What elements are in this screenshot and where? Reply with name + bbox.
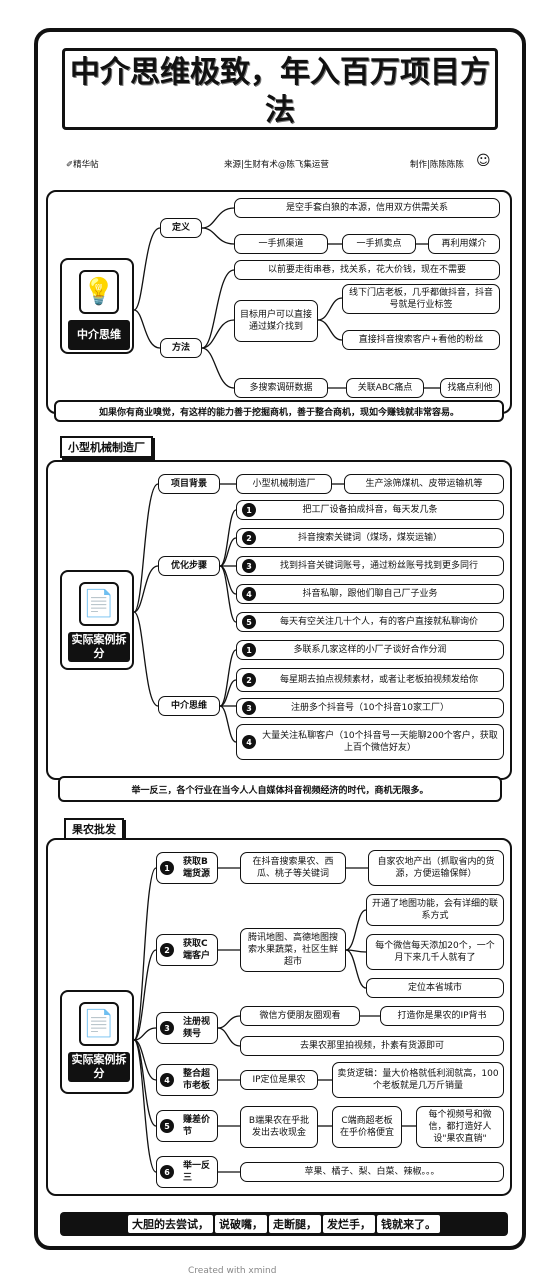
section2-connectors bbox=[133, 483, 344, 743]
row3-ip-endorsement: 打造你是果农的IP背书 bbox=[380, 1006, 504, 1026]
method-old-way: 以前要走街串巷，找关系，花大价钱，现在不需要 bbox=[234, 260, 500, 280]
section-small-factory: 📄 实际案例拆分 项目背景 小型机械制造厂 生产涂筛煤机、皮带运输机等 优化步骤… bbox=[46, 460, 512, 780]
step-number-2: 2 bbox=[242, 531, 256, 545]
section1-connectors bbox=[133, 207, 440, 389]
row3-wechat-moments: 微信方便朋友圈观看 bbox=[240, 1006, 360, 1026]
background-factory: 小型机械制造厂 bbox=[236, 474, 332, 494]
thinking-item-4: 大量关注私聊客户（10个抖音号一天能聊200个客户，获取上百个微信好友） bbox=[236, 724, 504, 760]
lightbulb-icon: 💡 bbox=[79, 270, 119, 314]
thinking-item-1: 多联系几家这样的小厂子谈好合作分润 bbox=[236, 640, 504, 660]
method-branch: 方法 bbox=[160, 338, 202, 358]
definition-item-selling-point: 一手抓卖点 bbox=[342, 234, 416, 254]
step-item-1: 把工厂设备拍成抖音，每天发几条 bbox=[236, 500, 504, 520]
row2-number: 2 bbox=[160, 943, 174, 957]
definition-item-media: 再利用媒介 bbox=[428, 234, 500, 254]
row4-number: 4 bbox=[160, 1073, 174, 1087]
root-intermediary-thinking: 💡 中介思维 bbox=[60, 258, 134, 354]
mindmap-frame: 中介思维极致，年入百万项目方法 ✐精华帖 来源|生财有术@陈飞集运营 制作|陈陈… bbox=[34, 28, 526, 1250]
root-case-study-factory: 📄 实际案例拆分 bbox=[60, 570, 134, 670]
row3-number: 3 bbox=[160, 1021, 174, 1035]
banner-opportunities: 举一反三，各个行业在当今人人自媒体抖音视频经济的时代，商机无限多。 bbox=[58, 776, 502, 802]
step-item-5: 每天有空关注几十个人，有的客户直接就私聊询价 bbox=[236, 612, 504, 632]
definition-item-channel: 一手抓渠道 bbox=[234, 234, 328, 254]
row4-selling-logic: 卖货逻辑：量大价格就低利润就高，100个老板就是几万斤销量 bbox=[332, 1062, 504, 1098]
row1-number: 1 bbox=[160, 861, 174, 875]
thinking-branch: 中介思维 bbox=[158, 696, 220, 716]
step-item-4: 抖音私聊，跟他们聊自己厂子业务 bbox=[236, 584, 504, 604]
source-tag: ✐精华帖 bbox=[66, 160, 99, 170]
definition-branch: 定义 bbox=[160, 218, 202, 238]
row6-number: 6 bbox=[160, 1165, 174, 1179]
row3-shoot-videos: 去果农那里拍视频，扑素有货源即可 bbox=[240, 1036, 504, 1056]
thinking-number-1: 1 bbox=[242, 643, 256, 657]
row1-search-keywords: 在抖音搜索果农、西瓜、桃子等关键词 bbox=[240, 852, 346, 884]
section-fruit-wholesale: 📄 实际案例拆分 获取B端货源 1 在抖音搜索果农、西瓜、桃子等关键词 自家农地… bbox=[46, 838, 512, 1196]
method-altruism: 找痛点利他 bbox=[440, 378, 500, 398]
row2-map-search: 腾讯地图、高德地图搜索水果蔬菜，社区生鲜超市 bbox=[240, 928, 346, 972]
method-research-data: 多搜索调研数据 bbox=[234, 378, 328, 398]
watermark: Created with xmind bbox=[188, 1266, 277, 1276]
page-title: 中介思维极致，年入百万项目方法 bbox=[62, 48, 498, 130]
step-number-4: 4 bbox=[242, 587, 256, 601]
document-icon: 📄 bbox=[79, 1002, 119, 1046]
row2-wechat-adds: 每个微信每天添加20个，一个月下来几千人就有了 bbox=[366, 934, 504, 970]
tag-fruit-wholesale: 果农批发 bbox=[64, 818, 124, 840]
method-target-users: 目标用户可以直接通过媒介找到 bbox=[234, 300, 318, 342]
source-credit: 来源|生财有术@陈飞集运营 bbox=[224, 160, 329, 170]
method-search-customers: 直接抖音搜索客户+看他的粉丝 bbox=[342, 330, 500, 350]
row5-c-supermarkets: C端商超老板在乎价格便宜 bbox=[332, 1106, 402, 1148]
method-pain-points: 关联ABC痛点 bbox=[346, 378, 424, 398]
row5-number: 5 bbox=[160, 1119, 174, 1133]
thinking-item-2: 每星期去拍点视频素材，或者让老板拍视频发给你 bbox=[236, 668, 504, 692]
row4-ip-positioning: IP定位是果农 bbox=[240, 1070, 318, 1090]
step-number-5: 5 bbox=[242, 615, 256, 629]
document-icon: 📄 bbox=[79, 582, 119, 626]
row1-local-produce: 自家农地产出（抓取省内的货源，方便运输保鲜） bbox=[368, 850, 504, 886]
root-case-study-fruit: 📄 实际案例拆分 bbox=[60, 990, 134, 1094]
row6-extrapolate: 举一反三 bbox=[156, 1156, 218, 1188]
step-item-3: 找到抖音关键词账号，通过粉丝账号找到更多同行 bbox=[236, 556, 504, 576]
background-products: 生产涂筛煤机、皮带运输机等 bbox=[344, 474, 504, 494]
definition-text: 是空手套白狼的本源，信用双方供需关系 bbox=[234, 198, 500, 218]
row6-produce-list: 苹果、橘子、梨、白菜、辣椒。。。 bbox=[240, 1162, 504, 1182]
footer-motto: 大胆的去尝试， 说破嘴， 走断腿， 发烂手， 钱就来了。 bbox=[60, 1212, 508, 1236]
maker-credit: 制作|陈陈陈陈 bbox=[410, 160, 464, 170]
thinking-number-4: 4 bbox=[242, 735, 256, 749]
row2-map-contacts: 开通了地图功能，会有详细的联系方式 bbox=[366, 894, 504, 926]
thinking-number-2: 2 bbox=[242, 673, 256, 687]
method-store-owners: 线下门店老板，几乎都做抖音，抖音号就是行业标签 bbox=[342, 284, 500, 314]
row5-b-farmers: B端果农在乎批发出去收现金 bbox=[240, 1106, 318, 1148]
thinking-number-3: 3 bbox=[242, 701, 256, 715]
tag-small-factory: 小型机械制造厂 bbox=[60, 436, 153, 458]
section3-connectors bbox=[133, 867, 416, 1173]
row2-locate-city: 定位本省城市 bbox=[366, 978, 504, 998]
row5-persona: 每个视频号和微信，都打造好人设"果农直销" bbox=[416, 1106, 504, 1148]
face-icon: ☺ bbox=[476, 153, 491, 169]
step-number-1: 1 bbox=[242, 503, 256, 517]
banner-business-sense: 如果你有商业嗅觉，有这样的能力善于挖掘商机，善于整合商机，现如今赚钱就非常容易。 bbox=[54, 400, 504, 422]
steps-branch: 优化步骤 bbox=[158, 556, 220, 576]
section-intermediary-thinking: 💡 中介思维 定义 是空手套白狼的本源，信用双方供需关系 一手抓渠道 一手抓卖点… bbox=[46, 190, 512, 414]
background-branch: 项目背景 bbox=[158, 474, 220, 494]
thinking-item-3: 注册多个抖音号（10个抖音10家工厂） bbox=[236, 698, 504, 718]
step-item-2: 抖音搜索关键词（煤场，煤炭运输） bbox=[236, 528, 504, 548]
step-number-3: 3 bbox=[242, 559, 256, 573]
